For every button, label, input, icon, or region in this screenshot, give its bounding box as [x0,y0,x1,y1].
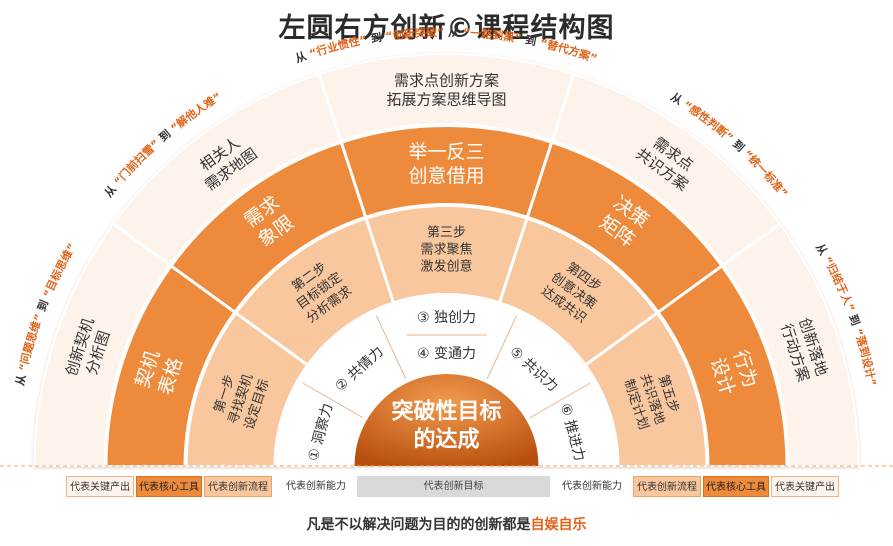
flow-label-3-line-2: 需求聚焦 [420,243,472,258]
goal-semicircle [354,374,539,466]
ability-flexibility: ④ 变通力 [417,346,476,362]
ring-separator-2 [317,73,395,303]
tool-label-3-line-1: 举一反三 [408,141,484,163]
footer-slogan: 凡是不以解决问题为目的的创新都是自娱自乐 [0,514,893,534]
arc-phrase-3-part-1: 从 [294,48,312,65]
legend-flow-left: 代表创新流程 [204,476,272,497]
output-label-3-line-2: 拓展方案思维导图 [386,91,506,109]
ring-separator-3 [498,73,576,303]
arc-phrase-3-part-6: “一路到黑” [463,26,523,45]
output-sector-1 [33,222,172,467]
output-sector-4 [550,72,782,267]
arc-phrase-5-part-4: “落到设计” [851,327,878,387]
arc-phrase-5-part-1: 从 [813,242,832,261]
output-sector-2 [111,72,343,267]
flow-label-3-line-1: 第三步 [427,226,466,241]
arc-phrase-3-part-4: “创新突破” [385,25,445,43]
arc-phrase-1-part-2: “问题思维” [17,312,46,372]
legend-goal: 代表创新目标 [357,476,550,497]
output-label-3-line-1: 需求点创新方案 [394,72,499,90]
arc-phrase-3-part-5: 从 [444,26,463,39]
legend-output-left: 代表关键产出 [66,476,134,497]
legend-flow-right: 代表创新流程 [633,476,701,497]
flow-sector-1 [185,311,309,467]
ring-separator-1 [112,222,309,367]
arc-phrase-1-part-1: 从 [14,370,30,387]
ability-originality-line-1: ③ 独创力 [417,310,476,326]
arc-phrase-3-part-3: 到 [366,30,387,46]
ability-separator-2 [375,315,407,380]
flow-label-3-line-3: 激发创意 [420,259,472,275]
ability-separator-1 [302,382,364,419]
ability-flexibility-line-1: ④ 变通力 [417,346,476,362]
arc-phrase-3-part-7: 到 [520,32,541,49]
ability-separator-3 [486,315,518,380]
tool-sector-1 [105,264,236,467]
legend-tool-left: 代表核心工具 [136,476,202,497]
output-sector-5 [721,222,860,467]
output-sector-3 [317,53,576,142]
goal-label-line-1: 突破性目标 [391,399,501,425]
footer-highlight: 自娱自乐 [530,517,587,533]
goal-label-line-2: 的达成 [413,427,479,453]
legend-tool-right: 代表核心工具 [703,476,769,497]
ability-originality: ③ 独创力 [417,310,476,326]
footer-prefix: 凡是不以解决问题为目的的创新都是 [306,517,531,533]
page-title: 左圆右方创新©课程结构图 [278,13,615,44]
ring-separator-4 [584,222,781,367]
legend-ability-left: 代表创新能力 [278,476,354,497]
legend-output-right: 代表关键产出 [771,476,839,497]
legend-ability-right: 代表创新能力 [554,476,630,497]
arc-phrase-3-part-2: “行业惯性” [308,33,368,60]
tool-label-3-line-2: 创意借用 [408,165,484,187]
arc-phrase-5-part-3: 到 [845,309,864,331]
ability-separator-4 [529,382,591,419]
arc-phrase-3-part-8: “替代方案” [539,36,599,65]
